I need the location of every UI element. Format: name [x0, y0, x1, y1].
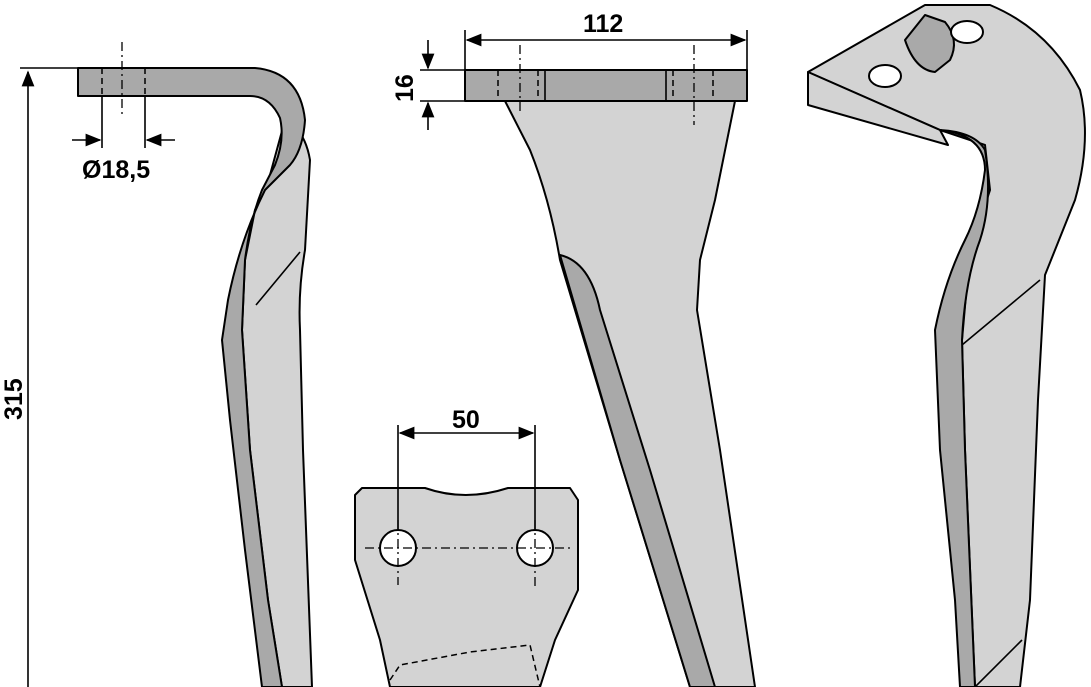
total-height-label: 315	[0, 378, 28, 420]
perspective-view	[807, 4, 1086, 687]
slot	[904, 14, 955, 73]
plate-outline	[354, 487, 579, 687]
mounting-hole	[868, 64, 902, 88]
plate-top-view: 50	[354, 406, 579, 687]
bevel-line	[974, 639, 1023, 687]
plate-thickness-label: 16	[391, 74, 419, 102]
side-view-edge	[77, 67, 306, 687]
side-view: Ø18,5 315	[0, 42, 313, 687]
hidden-outline	[389, 644, 541, 687]
mounting-hole	[950, 20, 984, 44]
hole-diameter-label: Ø18,5	[82, 156, 150, 184]
hole-spacing-label: 50	[452, 406, 480, 434]
mounting-plate	[464, 69, 748, 102]
plate-width-label: 112	[583, 10, 623, 38]
bevel-line	[255, 251, 301, 306]
perspective-plate-front	[807, 71, 949, 146]
perspective-edge	[934, 129, 990, 687]
front-view: 112 16	[391, 10, 756, 687]
front-view-face	[504, 100, 756, 687]
bevel-line	[961, 279, 1041, 346]
front-view-edge	[559, 254, 716, 687]
